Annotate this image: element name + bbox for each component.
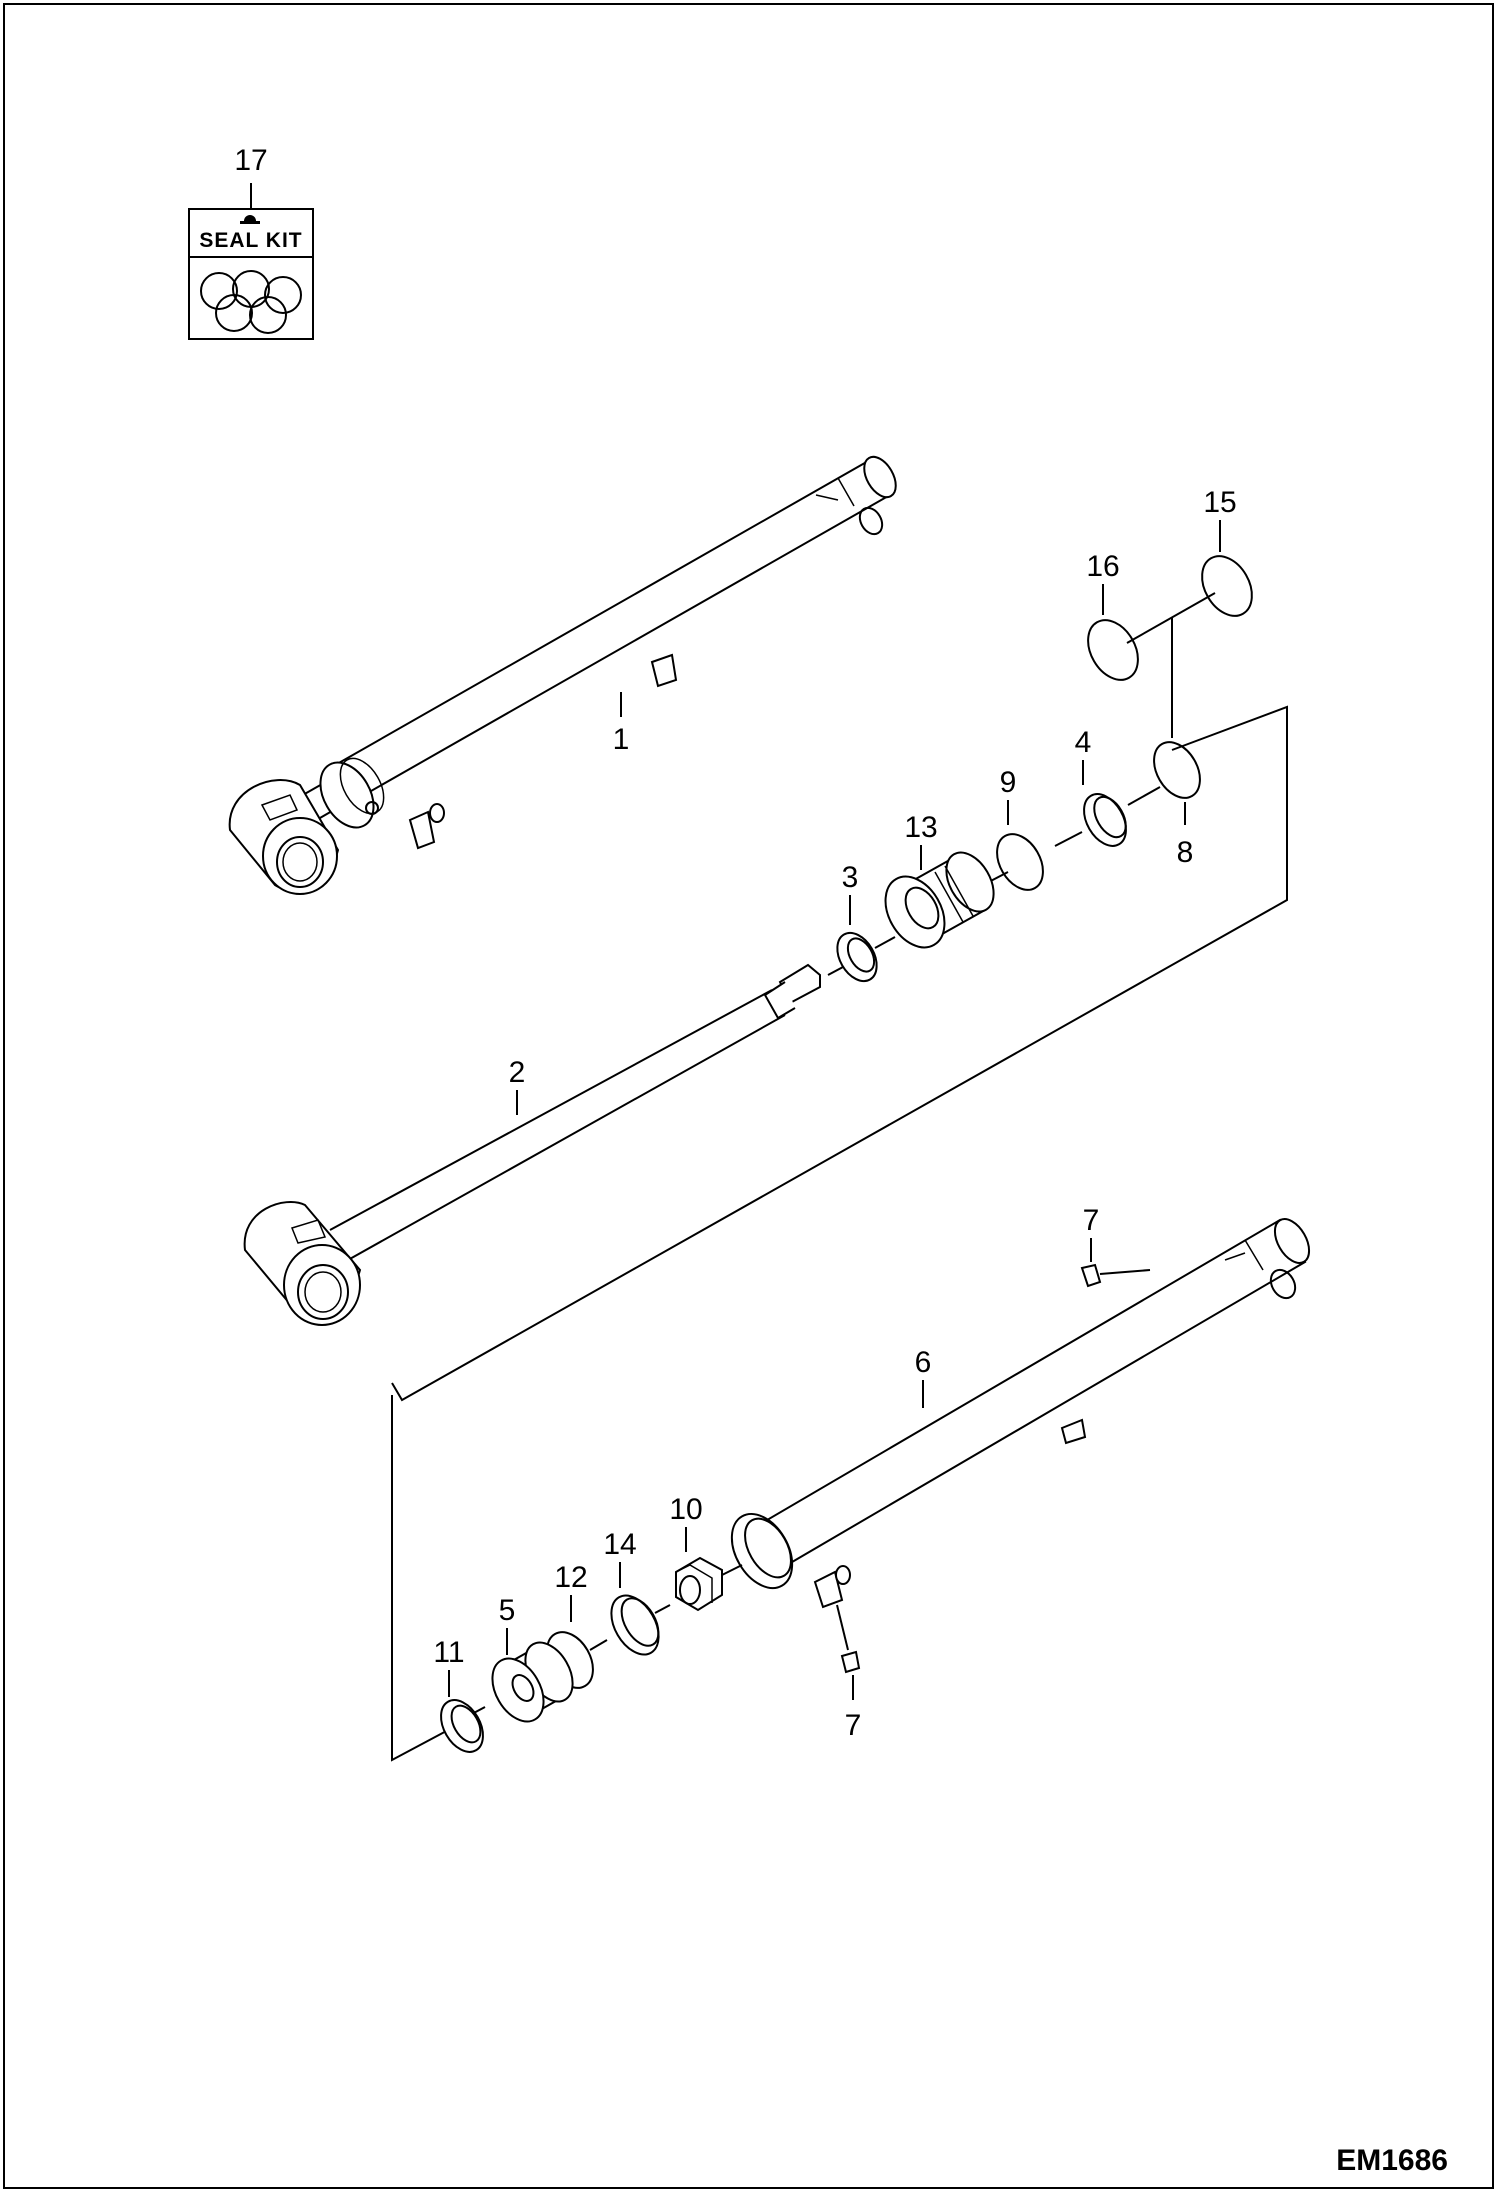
o-ring-icon bbox=[200, 272, 238, 310]
callout-14: 14 bbox=[603, 1528, 636, 1561]
cylinder-assembly-1 bbox=[228, 455, 897, 895]
exploded-group-outline bbox=[391, 705, 1288, 1402]
callout-7-upper: 7 bbox=[1083, 1204, 1100, 1237]
bleed-screw-7-lower bbox=[836, 1604, 861, 1674]
callout-2: 2 bbox=[509, 1056, 526, 1089]
o-ring-icon bbox=[249, 296, 287, 334]
seal-kit-17: SEAL KIT bbox=[188, 208, 314, 340]
page-border bbox=[3, 3, 1494, 2189]
callout-3: 3 bbox=[842, 861, 859, 894]
hang-tab-icon bbox=[240, 215, 260, 224]
exploded-axis bbox=[1054, 831, 1083, 847]
callout-15: 15 bbox=[1203, 486, 1236, 519]
o-ring-icon bbox=[264, 276, 302, 314]
callout-6: 6 bbox=[915, 1346, 932, 1379]
barrel-6 bbox=[730, 1218, 1311, 1609]
exploded-axis bbox=[589, 1639, 608, 1651]
callout-8: 8 bbox=[1177, 836, 1194, 869]
nut-10 bbox=[675, 1556, 723, 1612]
callout-13: 13 bbox=[904, 811, 937, 844]
exploded-group-outline bbox=[391, 1395, 453, 1762]
exploded-axis bbox=[721, 1564, 743, 1576]
callout-11: 11 bbox=[433, 1636, 464, 1669]
callout-9: 9 bbox=[1000, 766, 1017, 799]
exploded-axis bbox=[654, 1604, 671, 1614]
o-ring-9 bbox=[996, 833, 1044, 891]
o-ring-8 bbox=[1153, 741, 1201, 799]
bleed-screw-7-upper bbox=[1080, 1263, 1151, 1288]
backup-ring-14 bbox=[610, 1594, 660, 1656]
callout-7-lower: 7 bbox=[845, 1709, 862, 1742]
callout-16: 16 bbox=[1086, 550, 1119, 583]
callout-17: 17 bbox=[234, 144, 267, 177]
exploded-axis bbox=[1127, 786, 1161, 806]
o-ring-icon bbox=[232, 270, 270, 308]
o-ring-16 bbox=[1087, 619, 1139, 681]
exploded-axis bbox=[874, 936, 896, 949]
wear-ring-4 bbox=[1083, 793, 1127, 847]
callout-12: 12 bbox=[554, 1561, 587, 1594]
figure-id: EM1686 bbox=[1336, 2144, 1448, 2177]
gland-13 bbox=[884, 851, 995, 949]
o-ring-icon bbox=[215, 294, 253, 332]
o-ring-15 bbox=[1201, 555, 1253, 617]
piston-rod-2 bbox=[243, 963, 821, 1326]
callout-10: 10 bbox=[669, 1493, 702, 1526]
callout-4: 4 bbox=[1075, 726, 1092, 759]
seal-ring-11 bbox=[440, 1699, 484, 1753]
callout-5: 5 bbox=[499, 1594, 516, 1627]
callout-1: 1 bbox=[613, 723, 630, 756]
piston-5 bbox=[491, 1641, 574, 1723]
rod-seal-3 bbox=[836, 931, 878, 983]
seal-kit-label: SEAL KIT bbox=[199, 229, 302, 252]
exploded-axis bbox=[827, 966, 844, 976]
